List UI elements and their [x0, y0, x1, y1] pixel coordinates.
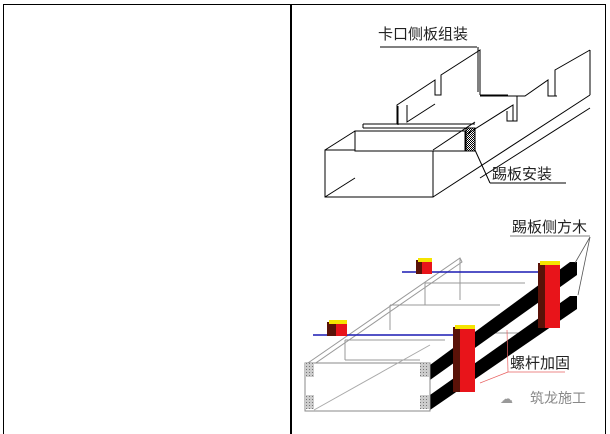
table-column-divider [290, 4, 292, 434]
clamp [538, 261, 560, 328]
clamp [416, 258, 432, 274]
label-side-panel-assembly: 卡口侧板组装 [378, 25, 468, 43]
clamp [327, 320, 347, 336]
table-border [3, 4, 606, 434]
reinforced-formwork-drawing [304, 235, 591, 412]
formwork-drawing [324, 46, 591, 198]
label-bolt-reinforcement: 螺杆加固 [510, 354, 570, 372]
watermark-logo-icon: ☁ [500, 392, 513, 407]
label-kick-board-timber: 踢板侧方木 [512, 218, 587, 236]
clamp [453, 325, 475, 392]
label-kick-board-install: 踢板安装 [492, 165, 552, 183]
watermark-text: 筑龙施工 [530, 391, 586, 407]
